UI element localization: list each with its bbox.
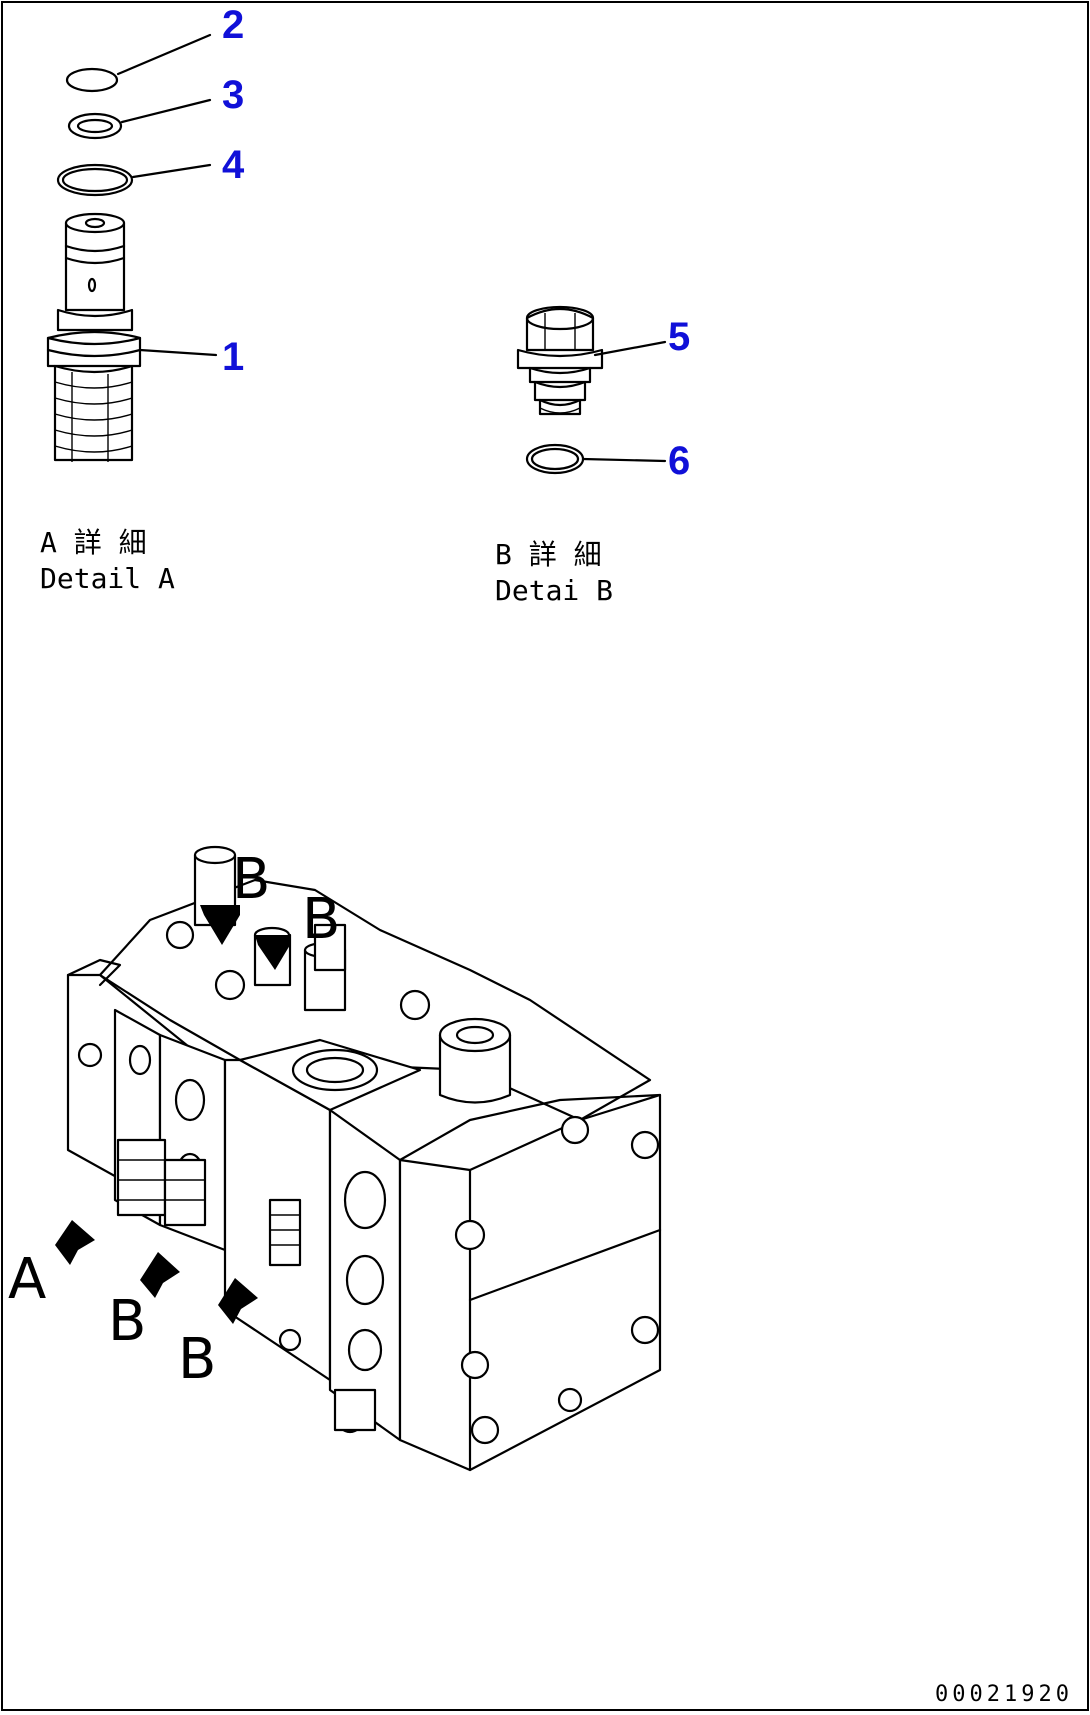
view-label-a-left: A bbox=[8, 1247, 46, 1312]
callout-5: 5 bbox=[668, 315, 690, 359]
view-label-b-top-1: B bbox=[232, 847, 270, 912]
part-3-backup-ring bbox=[67, 112, 123, 140]
detail-a-caption-jp: A 詳 細 bbox=[40, 526, 147, 559]
leader-4 bbox=[131, 163, 212, 179]
callout-3: 3 bbox=[222, 73, 244, 117]
leader-2 bbox=[116, 33, 212, 76]
detail-b-caption-jp: B 詳 細 bbox=[495, 538, 602, 571]
leader-1 bbox=[138, 348, 218, 357]
detail-b-caption-en: Detai B bbox=[495, 574, 613, 607]
leader-5 bbox=[593, 340, 667, 357]
detail-b-group: 5 6 B 詳 細 Detai B bbox=[495, 305, 690, 607]
part-6-o-ring bbox=[525, 443, 585, 475]
view-label-b-low-1: B bbox=[108, 1289, 146, 1354]
view-arrows bbox=[55, 905, 290, 1324]
side-cartridges bbox=[116, 1138, 377, 1432]
bolts bbox=[77, 920, 660, 1445]
part-5-plug bbox=[516, 305, 604, 416]
callout-6: 6 bbox=[668, 439, 690, 483]
detail-a-group: 2 3 4 1 A 詳 細 Detail A bbox=[40, 3, 245, 595]
part-2-ring bbox=[65, 67, 119, 93]
callout-2: 2 bbox=[222, 3, 244, 47]
leader-6 bbox=[581, 457, 667, 463]
part-1-valve-cartridge bbox=[46, 212, 142, 462]
leader-3 bbox=[120, 98, 212, 124]
detail-a-caption-en: Detail A bbox=[40, 562, 175, 595]
callout-4: 4 bbox=[222, 143, 245, 187]
drawing-code: 00021920 bbox=[935, 1682, 1073, 1707]
view-label-b-low-2: B bbox=[178, 1327, 216, 1392]
view-label-b-top-2: B bbox=[302, 887, 340, 952]
part-4-o-ring bbox=[56, 163, 134, 197]
control-valve-assembly bbox=[55, 845, 662, 1472]
callout-1: 1 bbox=[222, 335, 244, 379]
